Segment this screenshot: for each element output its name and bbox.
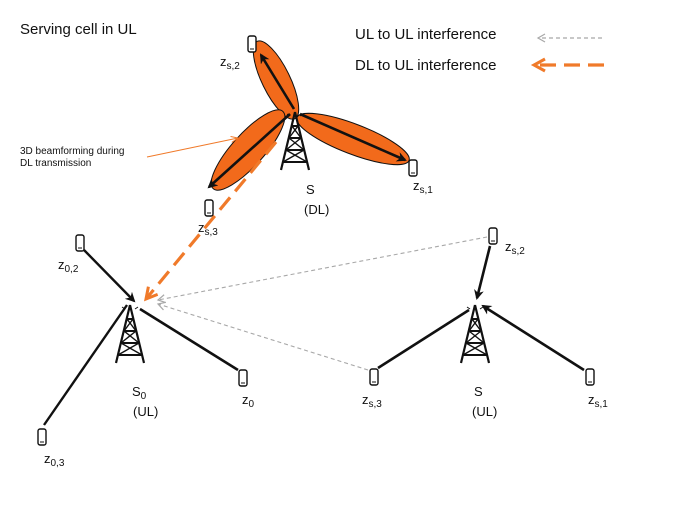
station-s0-mode: (UL) [133,404,159,419]
legend-ul-to-ul-label: UL to UL interference [355,26,497,43]
s0-uplink-z02 [83,249,136,303]
station-s0-name: S0 [132,384,147,402]
ul-uplink-z3 [377,308,470,370]
dl-beam-z1 [299,112,407,162]
phone-s0-z02-icon [75,234,85,252]
ul-uplink-z1 [481,304,585,372]
user-label-dl-z2: zs,2 [220,54,240,72]
station-dl-mode: (DL) [304,202,330,217]
user-label-ul-z3: zs,3 [362,392,382,410]
diagram-title: Serving cell in UL [20,21,137,38]
phone-ul-z2-icon [488,227,498,245]
phone-dl-z1-icon [408,159,418,177]
phone-ul-z3-icon [369,368,379,386]
dl-beam-z2 [259,53,296,110]
user-label-s0-z0: z0 [242,392,255,410]
legend-dl-to-ul-label: DL to UL interference [355,57,497,74]
user-label-ul-z2: zs,2 [505,239,525,257]
ul-to-ul-interference-arrow-1 [156,236,488,304]
phone-ul-z1-icon [585,368,595,386]
dl-beam-z3 [207,113,291,189]
phone-s0-z03-icon [37,428,47,446]
phone-s0-z0-icon [238,369,248,387]
s0-uplink-z0 [139,307,239,372]
ul-uplink-z2 [474,245,492,300]
user-label-dl-z3: zs,3 [198,220,218,238]
beam-lobe-z1 [296,112,410,166]
beam-lobe-z3 [210,109,286,191]
annotation-pointer [146,138,238,158]
beamforming-annotation: 3D beamforming during DL transmission [20,146,125,169]
station-dl-name: S [306,182,315,197]
station-ul-name: S [474,384,483,399]
dl-to-ul-interference-arrow [144,140,278,302]
phone-dl-z2-icon [247,35,257,53]
user-label-s0-z3: z0,3 [44,451,65,469]
station-ul-mode: (UL) [472,404,498,419]
phone-dl-z3-icon [204,199,214,217]
user-label-ul-z1: zs,1 [588,392,608,410]
ul-to-ul-interference-arrow-2 [156,301,369,371]
s0-uplink-z03 [43,304,128,426]
user-label-dl-z1: zs,1 [413,178,433,196]
user-label-s0-z2: z0,2 [58,257,79,275]
